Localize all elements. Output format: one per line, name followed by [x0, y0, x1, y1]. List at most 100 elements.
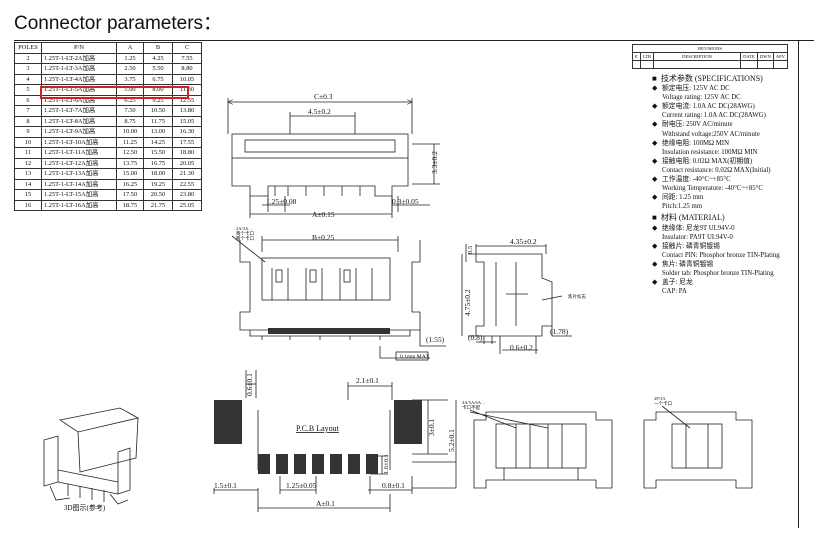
note-left-c: 两个卡口	[236, 235, 254, 242]
note-mid-b: 卡口不配	[462, 404, 480, 411]
note-right-b: 一个卡口	[654, 400, 672, 407]
note-mid-a: 4A/5A/6A…	[462, 400, 486, 405]
dim-4-35: 4.35±0.2	[510, 237, 537, 246]
spec-item-en: Working Temperature: -40°C~+85°C	[662, 185, 763, 193]
spec-item-en: Voltage rating: 125V AC DC	[662, 94, 741, 102]
dim-0-8-side: (0.8)	[468, 333, 483, 342]
table-cell: 18.80	[172, 147, 202, 159]
top-view	[227, 98, 440, 218]
material-item: 接触片: 磷青铜镀锡	[652, 242, 812, 251]
material-item-en: Solder tab: Phosphor bronze TIN-Plating	[662, 269, 774, 277]
dim-0-8: 0.8±0.1	[382, 481, 405, 490]
dim-c: C±0.3	[314, 92, 333, 101]
spec-item: 间距: 1.25 mm	[652, 193, 812, 202]
material-item: 绝缘体: 尼龙9T UL94V-0	[652, 224, 812, 233]
spec-item: 接触电阻: 0.02Ω MAX(初期值)	[652, 157, 812, 166]
table-cell: 16.30	[172, 126, 202, 138]
dim-b: B±0.25	[312, 233, 334, 242]
pcb-layout	[213, 370, 457, 512]
spec-heading: ■ 技术参数 (SPECIFICATIONS)	[652, 74, 763, 83]
front-view	[231, 235, 446, 361]
pcb-pad-right	[394, 400, 422, 444]
3d-view	[43, 407, 140, 505]
material-item-en: CAP: PA	[662, 288, 687, 296]
spec-item: 工作温度: -40°C~+85°C	[652, 175, 812, 184]
note-left-b: 两个卡口	[236, 230, 254, 237]
spec-item-en: Current rating: 1.0A AC DC(28AWG)	[662, 112, 766, 120]
table-cell: 21.30	[172, 168, 202, 180]
spec-item-en: Withstand voltage:250V AC/minute	[662, 130, 760, 138]
dim-1-55: (1.55)	[426, 335, 445, 344]
dim-0-6: 0.6±0.1	[245, 373, 254, 396]
spec-item-en: Pitch:1.25 mm	[662, 203, 703, 211]
spec-item-en: Contact resistance: 0.02Ω MAX(Initial)	[662, 166, 771, 174]
dim-4-5: 4.5±0.2	[308, 107, 331, 116]
dim-0-3: 0.3±0.05	[392, 197, 419, 206]
pcb-pad-left	[214, 400, 242, 444]
dim-1-78: (1.78)	[550, 327, 569, 336]
side-note: 焦片标志	[568, 293, 586, 300]
dim-5-2: 5.2±0.1	[447, 429, 456, 452]
caption-3d: 3D图示(参考)	[64, 504, 106, 512]
spec-heading-text: 技术参数 (SPECIFICATIONS)	[660, 74, 763, 83]
material-item-en: Insulator: PA9T UL94V-0	[662, 233, 733, 241]
dim-a-01: A±0.1	[316, 499, 335, 508]
material-heading-text: 材料 (MATERIAL)	[660, 213, 725, 223]
bottom-right-view	[643, 405, 753, 489]
flatness-note: 0.1mm MAX	[400, 354, 430, 360]
dim-a-015: A±0.15	[312, 210, 335, 219]
page-title: Connector parameters：	[14, 13, 223, 34]
dim-4-75: 4.75±0.2	[463, 289, 472, 316]
dim-0-6-side: 0.6±0.2	[510, 343, 533, 352]
spec-item: 绝缘电阻: 100MΩ MIN	[652, 139, 812, 148]
dim-1-6: 1.6±0.1	[383, 454, 390, 474]
specifications-block: ■ 技术参数 (SPECIFICATIONS) 额定电压: 125V AC DC…	[652, 74, 812, 296]
dim-0-5: 0.5	[467, 246, 474, 254]
revisions-table: REVISIONS E LTR DESCRIPTION DATE DWN APV	[631, 44, 789, 69]
material-item-en: Contact PIN: Phosphor bronze TIN-Plating	[662, 251, 780, 259]
material-item: 焦片: 磷青铜镀锡	[652, 260, 812, 269]
dim-3-3: 3.3±0.2	[430, 151, 439, 174]
spec-item: 耐电压: 250V AC/minute	[652, 120, 812, 129]
pcb-layout-label: P.C.B Layout	[296, 424, 340, 433]
material-heading: ■ 材料 (MATERIAL)	[652, 213, 725, 223]
spec-item-en: Insulation resistance: 100MΩ MIN	[662, 148, 758, 156]
dim-1-25: 1.25±0.08	[266, 197, 297, 206]
dim-1-25-pcb: 1.25±0.05	[286, 481, 317, 490]
spec-item: 额定电流: 1.0A AC DC(28AWG)	[652, 102, 812, 111]
note-left-a: 2A/3A…	[236, 226, 253, 231]
table-cell: 22.55	[172, 178, 202, 190]
spec-item: 额定电压: 125V AC DC	[652, 84, 812, 93]
bottom-mid-view	[469, 409, 613, 489]
highlight-box	[40, 86, 189, 99]
drawing-sheet	[14, 40, 814, 529]
table-cell: 23.80	[172, 189, 202, 201]
front-foot	[268, 328, 390, 334]
pcb-signal-pads	[258, 454, 378, 474]
dim-1-5: 1.5±0.1	[214, 481, 237, 490]
dim-2-1: 2.1±0.1	[356, 376, 379, 385]
table-cell: 20.05	[172, 157, 202, 169]
table-cell: 25.05	[172, 199, 202, 211]
table-cell: 17.55	[172, 136, 202, 148]
note-right-a: 2P/3A	[654, 396, 666, 401]
dim-3: 3±0.1	[427, 419, 436, 436]
material-item: 盖子: 尼龙	[652, 278, 812, 287]
